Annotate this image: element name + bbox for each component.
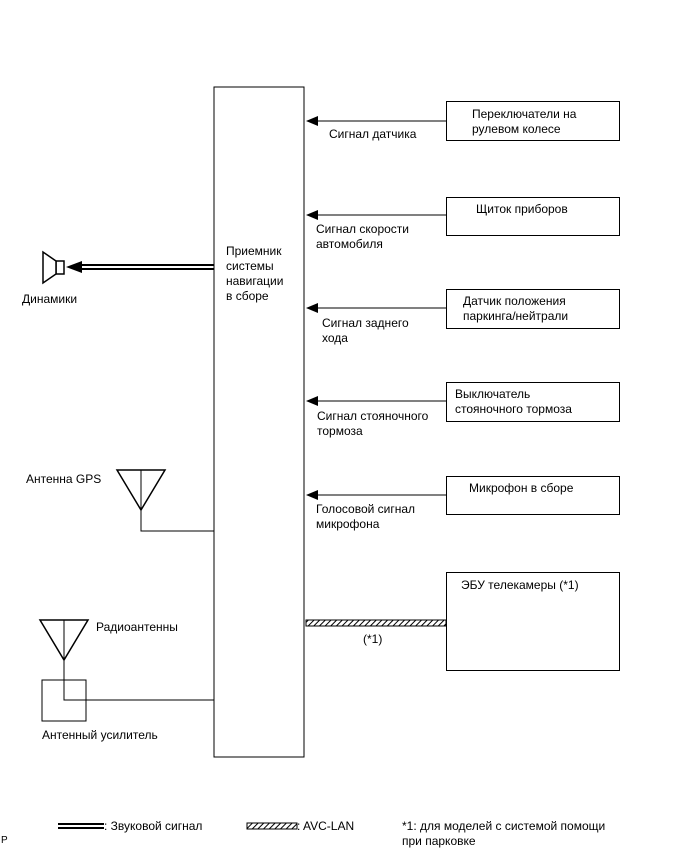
- legend-avc-lan-label: : AVC-LAN: [297, 819, 355, 833]
- audio-line-speakers: [66, 261, 214, 273]
- device-label: Микрофон в сборе: [469, 481, 574, 495]
- speakers-label: Динамики: [22, 292, 78, 306]
- signal-label: Сигнал заднего хода: [322, 316, 409, 345]
- avc-lan-bus: [305, 619, 447, 627]
- gps-line: [140, 510, 214, 532]
- camera-ecu-box: ЭБУ телекамеры (*1): [446, 572, 620, 671]
- device-label: Переключатели на рулевом колесе: [472, 107, 577, 136]
- signal-label: Голосовой сигнал микрофона: [316, 502, 416, 531]
- avc-lan-footnote-mark: (*1): [363, 632, 383, 646]
- radio-antenna-icon: [38, 619, 90, 662]
- receiver-box: [213, 86, 305, 758]
- antenna-amplifier-label: Антенный усилитель: [42, 728, 158, 742]
- legend-audio-sample: [58, 823, 104, 829]
- input-arrow-4: [306, 396, 446, 406]
- radio-antenna-label: Радиоантенны: [96, 620, 178, 634]
- input-arrow-5: [306, 490, 446, 500]
- gps-antenna-icon: [115, 469, 167, 512]
- input-arrow-1: [306, 116, 446, 126]
- camera-ecu-label: ЭБУ телекамеры (*1): [461, 578, 579, 592]
- device-box-steering-switches: Переключатели на рулевом колесе: [446, 101, 620, 141]
- device-box-parking-brake-switch: Выключатель стояночного тормоза: [446, 382, 620, 422]
- input-arrow-2: [306, 210, 446, 220]
- device-box-microphone: Микрофон в сборе: [446, 476, 620, 515]
- legend-audio-label: : Звуковой сигнал: [104, 819, 203, 833]
- speaker-icon: [42, 250, 65, 285]
- device-label: Щиток приборов: [476, 202, 568, 216]
- signal-label: Сигнал стояночного тормоза: [317, 409, 429, 438]
- gps-antenna-label: Антенна GPS: [26, 472, 102, 486]
- device-label: Выключатель стояночного тормоза: [455, 387, 572, 416]
- radio-line: [63, 660, 214, 701]
- legend-avc-lan-sample: [246, 822, 298, 830]
- device-box-instrument-cluster: Щиток приборов: [446, 197, 620, 236]
- device-box-park-neutral-sensor: Датчик положения паркинга/нейтрали: [446, 289, 620, 329]
- device-label: Датчик положения паркинга/нейтрали: [463, 294, 569, 323]
- receiver-label: Приемник системы навигации в сборе: [226, 244, 284, 303]
- legend-footnote: *1: для моделей с системой помощи при па…: [402, 819, 606, 848]
- corner-mark: P: [1, 835, 8, 846]
- signal-label: Сигнал датчика: [329, 127, 417, 141]
- input-arrow-3: [306, 303, 446, 313]
- signal-label: Сигнал скорости автомобиля: [316, 222, 409, 251]
